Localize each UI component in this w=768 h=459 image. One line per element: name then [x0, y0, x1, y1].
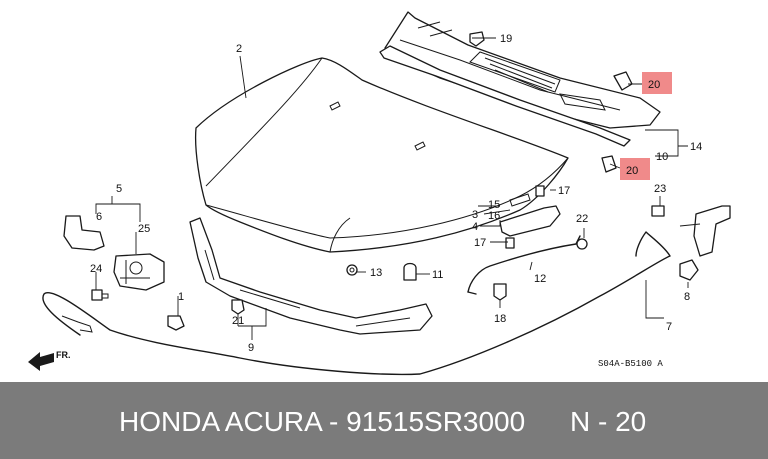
callout-20b: 20 — [626, 165, 638, 177]
callout-11: 11 — [432, 269, 443, 281]
callout-7: 7 — [666, 321, 672, 333]
highlight-20a — [642, 72, 672, 94]
bolt-23 — [651, 205, 665, 217]
callout-24: 24 — [90, 263, 102, 275]
hood-hinge — [499, 193, 561, 237]
leader-lines — [95, 37, 689, 340]
rod-holder-22 — [576, 238, 588, 250]
part-info-bar: HONDA ACURA - 91515SR3000 N - 20 — [0, 382, 768, 459]
callout-19: 19 — [500, 33, 512, 45]
callout-23: 23 — [654, 183, 666, 195]
clip-19 — [469, 31, 485, 47]
callout-10: 10 — [656, 151, 668, 163]
front-arrow-icon — [28, 352, 54, 371]
callout-1: 1 — [178, 291, 184, 303]
highlight-20b — [620, 158, 650, 180]
lock-striker — [679, 205, 731, 257]
callout-21: 21 — [232, 315, 244, 327]
parts-diagram: 1 2 3 4 5 6 7 8 9 10 11 12 13 14 15 16 1… — [28, 11, 731, 376]
weather-strip — [379, 45, 631, 147]
clip-11 — [403, 262, 417, 281]
bolt-24 — [91, 289, 109, 301]
clip-1 — [167, 315, 185, 331]
rod-holder-18 — [493, 283, 507, 301]
callout-13: 13 — [370, 267, 382, 279]
callout-16: 16 — [488, 210, 500, 222]
callout-6: 6 — [96, 211, 102, 223]
hood-latch — [113, 253, 165, 291]
cowl-panel — [384, 11, 661, 129]
callout-17b: 17 — [474, 237, 486, 249]
front-rail — [189, 217, 433, 335]
callout-9: 9 — [248, 342, 254, 354]
cushion-8 — [679, 259, 699, 281]
callout-17a: 17 — [558, 185, 570, 197]
bolt-17b — [505, 237, 515, 249]
callout-5: 5 — [116, 183, 122, 195]
callout-18: 18 — [494, 313, 506, 325]
clip-20b — [601, 155, 617, 173]
callout-12: 12 — [534, 273, 546, 285]
callout-3: 3 — [472, 209, 478, 221]
support-rod — [467, 235, 581, 295]
quantity-text: N - 20 — [570, 406, 647, 437]
callout-14: 14 — [690, 141, 702, 153]
part-number-text: HONDA ACURA - 91515SR3000 — [119, 406, 526, 437]
release-cable — [42, 231, 671, 376]
drawing-code: S04A-B5100 A — [598, 359, 663, 369]
callout-4: 4 — [472, 221, 478, 233]
bracket-6 — [63, 215, 105, 251]
bolt-17a — [535, 185, 545, 197]
clip-21 — [231, 299, 245, 315]
callout-22: 22 — [576, 213, 588, 225]
direction-label: FR. — [56, 350, 71, 360]
callout-20a: 20 — [648, 79, 660, 91]
grommet-13 — [346, 264, 358, 276]
diagram-canvas: 1 2 3 4 5 6 7 8 9 10 11 12 13 14 15 16 1… — [28, 11, 731, 376]
clip-20a — [613, 71, 633, 91]
callout-8: 8 — [684, 291, 690, 303]
hood — [194, 57, 569, 253]
callout-15: 15 — [488, 199, 500, 211]
callout-2: 2 — [236, 43, 242, 55]
callout-25: 25 — [138, 223, 150, 235]
